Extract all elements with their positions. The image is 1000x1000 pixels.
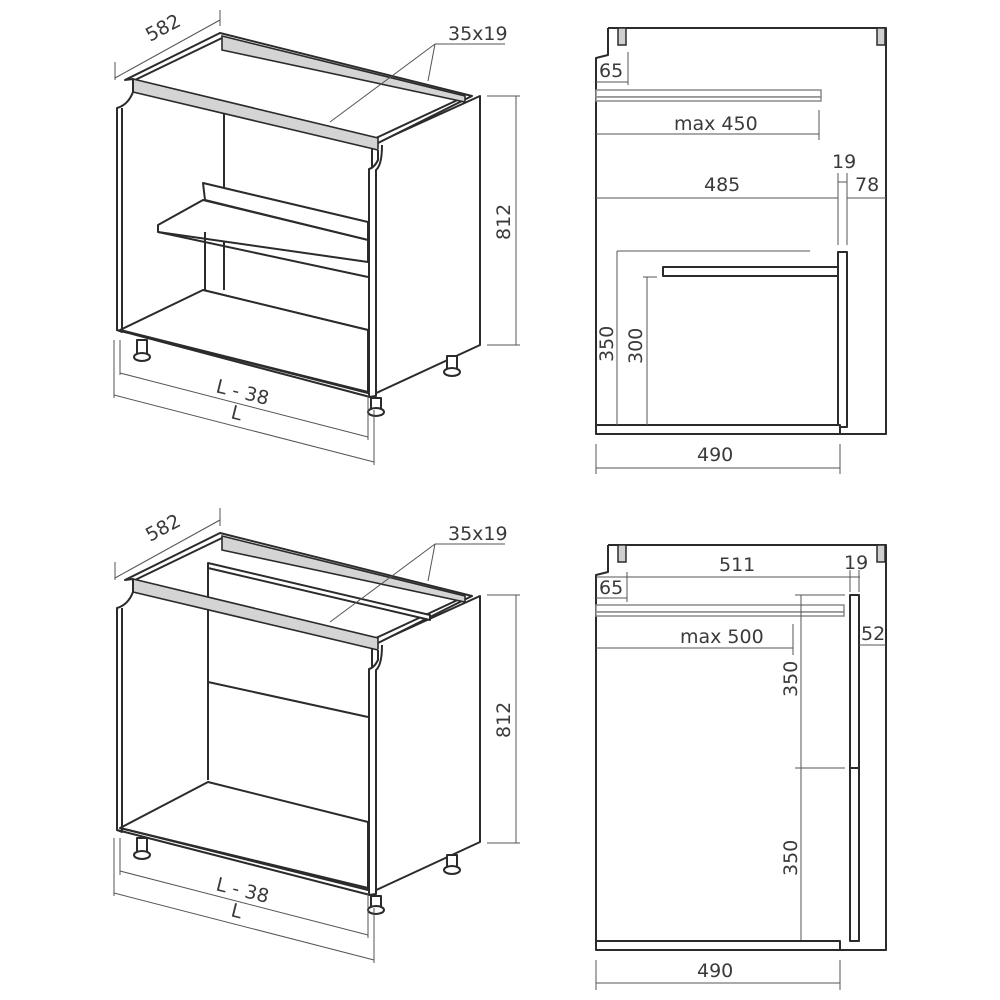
- inner-depth-label: 485: [704, 174, 740, 196]
- rail-size-label: 35x19: [448, 23, 508, 45]
- width-label: L: [229, 402, 245, 426]
- inner-height-label: 300: [625, 328, 647, 364]
- bottom-depth-label: 490: [697, 960, 733, 982]
- depth-label: 582: [142, 510, 184, 546]
- back-gap-label: 52: [861, 623, 885, 645]
- width-label: L: [229, 900, 245, 924]
- top-offset-label: 65: [599, 577, 623, 599]
- slide-length-label: max 450: [674, 113, 758, 135]
- top-offset-label: 65: [599, 60, 623, 82]
- iso-cabinet-2: 582 35x19 812 L - 38 L: [113, 508, 520, 963]
- inner-depth-label: 511: [719, 554, 755, 576]
- section-view-2: 511 19 65 max 500 52 350 350 490: [595, 544, 887, 990]
- back-gap-label: 78: [855, 174, 879, 196]
- lower-height-label: 350: [780, 840, 802, 876]
- upper-height-label: 350: [780, 661, 802, 697]
- height-label: 812: [493, 204, 515, 240]
- section-view-1: 65 max 450 485 19 78 350 300 490: [595, 27, 887, 474]
- height-label: 812: [493, 702, 515, 738]
- depth-label: 582: [142, 10, 184, 46]
- iso-cabinet-1: 582 35x19: [113, 10, 520, 465]
- panel-thickness-label: 19: [832, 151, 856, 173]
- outer-height-label: 350: [596, 326, 618, 362]
- panel-thickness-label: 19: [844, 552, 868, 574]
- rail-size-label: 35x19: [448, 523, 508, 545]
- slide-length-label: max 500: [680, 626, 764, 648]
- bottom-depth-label: 490: [697, 444, 733, 466]
